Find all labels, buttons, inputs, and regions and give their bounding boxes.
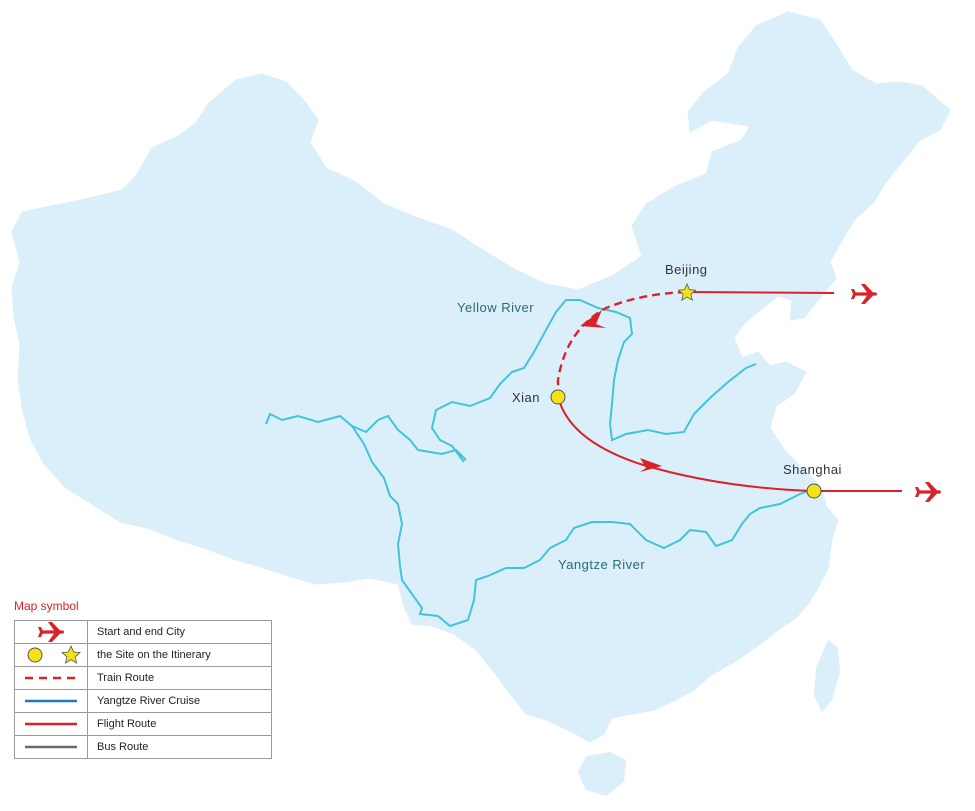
plane-icon-beijing — [851, 284, 877, 304]
hainan-island — [578, 752, 626, 796]
red-line-icon — [14, 712, 88, 736]
beijing-label: Beijing — [665, 262, 708, 277]
dashed-red-line-icon — [14, 666, 88, 690]
legend-row: Yangtze River Cruise — [14, 689, 272, 713]
plane-icon — [14, 620, 88, 644]
plane-icon-shanghai — [915, 482, 941, 502]
train-route-arrowhead — [580, 310, 606, 328]
legend-row: Start and end City — [14, 620, 272, 644]
train-route-beijing-xian — [556, 290, 687, 396]
legend-row: Train Route — [14, 666, 272, 690]
legend-row: Bus Route — [14, 735, 272, 759]
legend-table: Start and end City the Site on the Itine… — [14, 620, 272, 759]
xian-label: Xian — [512, 390, 540, 405]
legend-label: Flight Route — [87, 712, 272, 736]
legend-label: the Site on the Itinerary — [87, 643, 272, 667]
legend-label: Train Route — [87, 666, 272, 690]
yellow-river — [430, 299, 757, 463]
blue-line-icon — [14, 689, 88, 713]
legend-row: Flight Route — [14, 712, 272, 736]
legend-row: the Site on the Itinerary — [14, 643, 272, 667]
yangtze-river — [265, 412, 817, 628]
map-legend: Map symbol Start and end City the Site o… — [14, 598, 274, 759]
flight-route-arrowhead — [640, 458, 662, 472]
mainland-china-landmass — [11, 11, 951, 743]
gray-line-icon — [14, 735, 88, 759]
beijing-star-marker — [677, 282, 697, 302]
taiwan-island — [814, 640, 840, 712]
shanghai-circle-marker — [806, 483, 822, 499]
legend-title: Map symbol — [14, 599, 79, 613]
xian-circle-marker — [550, 389, 566, 405]
legend-label: Start and end City — [87, 620, 272, 644]
circle-and-star-icon — [14, 643, 88, 667]
yangtze-river-label: Yangtze River — [558, 557, 645, 572]
yellow-river-label: Yellow River — [457, 300, 534, 315]
flight-route-beijing — [685, 291, 835, 294]
shanghai-label: Shanghai — [783, 462, 842, 477]
legend-label: Yangtze River Cruise — [87, 689, 272, 713]
legend-label: Bus Route — [87, 735, 272, 759]
